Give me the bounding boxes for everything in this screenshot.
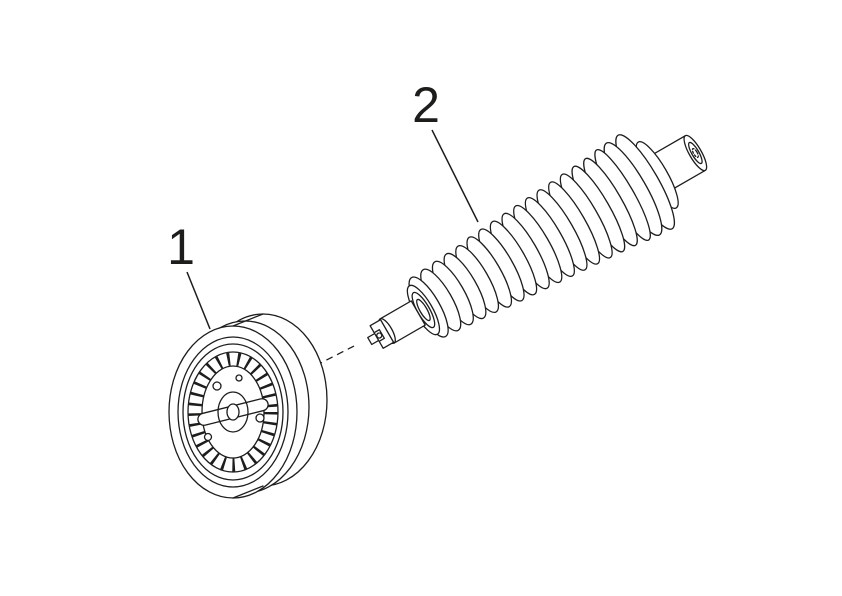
rib-stack	[408, 148, 651, 338]
rib	[524, 196, 575, 278]
ratchet-teeth-ring	[188, 352, 278, 472]
hub-bore	[226, 403, 240, 421]
pivot-hole	[255, 413, 265, 423]
rib	[536, 189, 588, 271]
face-inner-ring-inner	[182, 343, 284, 481]
coupling-fork	[367, 319, 395, 349]
callout-2-leader-line	[431, 129, 479, 223]
stub-end-hatch	[691, 147, 699, 159]
callout-2: 2	[412, 77, 479, 223]
end-collar	[603, 134, 679, 237]
stub-end-detail	[687, 141, 703, 165]
part-1-drum	[168, 313, 328, 499]
callout-1: 1	[167, 219, 211, 330]
callout-2-label: 2	[412, 77, 440, 133]
face-inner-ring-outer	[177, 336, 289, 488]
open-end-inner	[416, 298, 431, 322]
stub-end-face	[683, 134, 708, 172]
rib	[559, 173, 613, 259]
hub-outer	[217, 391, 249, 433]
pivot-hole	[203, 432, 213, 442]
drum-face	[177, 336, 289, 488]
drum-hub	[217, 391, 249, 433]
fork-pivot-hole	[376, 332, 383, 339]
assembly-axis-dashed-line	[304, 343, 359, 372]
part-2-spring-cartridge	[367, 134, 708, 349]
drum-bottom-silhouette	[232, 485, 264, 499]
pivot-hole	[235, 374, 243, 382]
callout-1-label: 1	[167, 219, 195, 275]
drum-top-silhouette	[232, 313, 264, 327]
callout-1-leader-line	[186, 271, 211, 330]
teeth-inner-boundary	[201, 365, 265, 459]
fork-pin	[367, 332, 380, 346]
teeth-outer-boundary	[187, 351, 279, 473]
pivot-hole	[212, 381, 222, 391]
